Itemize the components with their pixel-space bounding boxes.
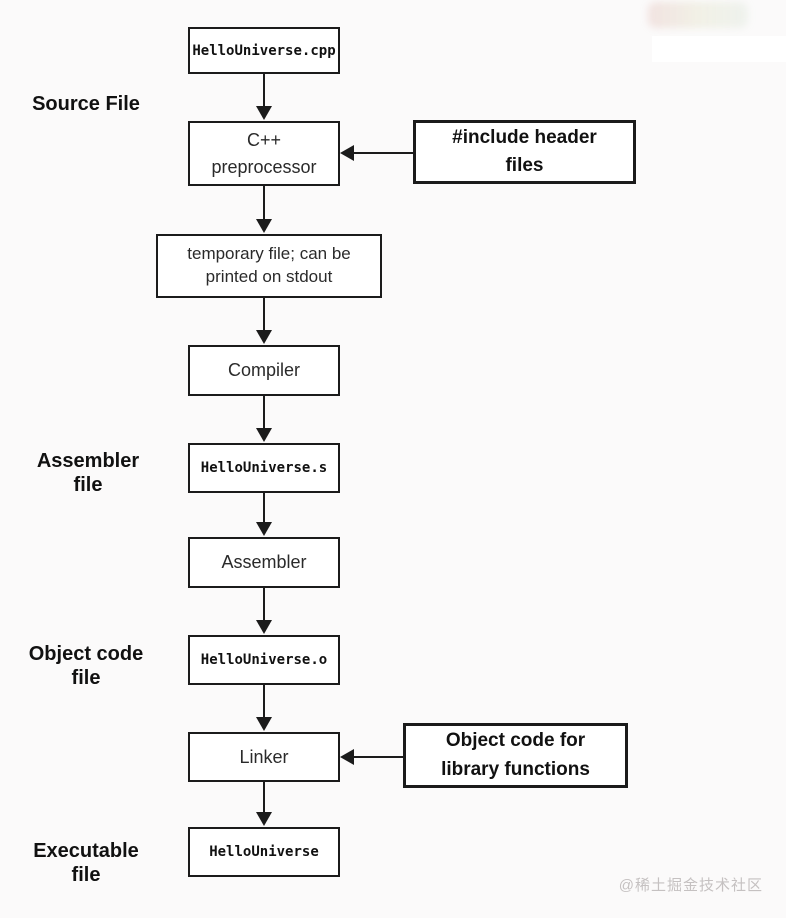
object-code-file-box: HelloUniverse.o bbox=[188, 635, 340, 685]
arrow-assembler-to-objectfile bbox=[256, 588, 272, 634]
arrow-headers-to-preprocessor bbox=[340, 145, 413, 161]
stage-label-executable-file: Executable file bbox=[33, 840, 139, 886]
stage-label-object-code-file: Object code file bbox=[28, 643, 144, 689]
include-header-files-box: #include header files bbox=[413, 120, 636, 184]
linker-box: Linker bbox=[188, 732, 340, 782]
arrow-objectfile-to-linker bbox=[256, 685, 272, 731]
temporary-file-box: temporary file; can be printed on stdout bbox=[156, 234, 382, 298]
source-file-box: HelloUniverse.cpp bbox=[188, 27, 340, 74]
arrow-compiler-to-assemblerfile bbox=[256, 396, 272, 442]
stage-label-source-file: Source File bbox=[32, 93, 140, 115]
cpp-preprocessor-box: C++ preprocessor bbox=[188, 121, 340, 186]
stage-label-assembler-file: Assembler file bbox=[36, 450, 140, 496]
arrow-preprocessor-to-tempfile bbox=[256, 186, 272, 233]
assembler-box: Assembler bbox=[188, 537, 340, 588]
top-right-smudge bbox=[648, 2, 748, 28]
watermark-text: @稀土掘金技术社区 bbox=[618, 877, 763, 894]
arrow-source-to-preprocessor bbox=[256, 74, 272, 120]
top-right-white-band bbox=[652, 36, 786, 62]
executable-file-box: HelloUniverse bbox=[188, 827, 340, 877]
arrow-tempfile-to-compiler bbox=[256, 298, 272, 344]
arrow-assemblerfile-to-assembler bbox=[256, 493, 272, 536]
arrow-linker-to-executable bbox=[256, 782, 272, 826]
library-object-code-box: Object code for library functions bbox=[403, 723, 628, 788]
arrow-library-to-linker bbox=[340, 749, 403, 765]
compiler-box: Compiler bbox=[188, 345, 340, 396]
assembler-file-box: HelloUniverse.s bbox=[188, 443, 340, 493]
